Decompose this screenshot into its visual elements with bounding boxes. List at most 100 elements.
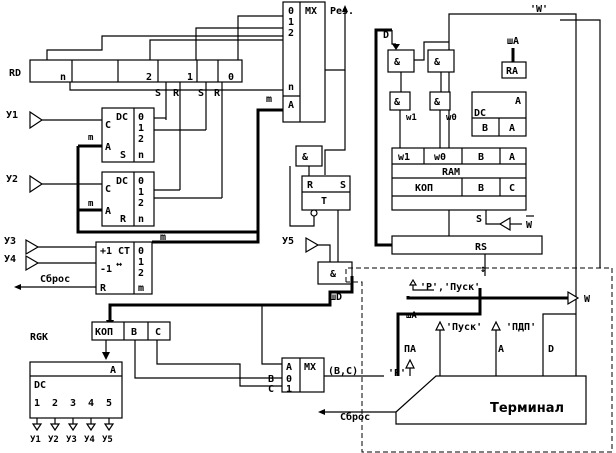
ct-bidir-icon: ↔ (116, 259, 122, 270)
dc2-in-c: C (105, 184, 111, 195)
bot-dc-box (29, 361, 123, 419)
ct-out-m: m (138, 283, 144, 294)
reset-label-left: Сброс (40, 273, 70, 285)
rd-bit-s0: S (198, 88, 204, 99)
trigger-t-label: T (321, 196, 327, 207)
rs-label: RS (475, 242, 487, 253)
bot-y5: У5 (102, 435, 113, 445)
mux-top-in0: 0 (288, 6, 294, 17)
bot-y2: У2 (48, 435, 59, 445)
dc1-out0: 0 (138, 112, 144, 123)
wire-w0-label: w0 (446, 113, 457, 123)
dc1-bot-s: S (120, 150, 126, 161)
terminal-label: Терминал (490, 401, 564, 416)
rd-cell-0: 0 (228, 72, 234, 83)
dc2-out0: 0 (138, 176, 144, 187)
wire-w1-label: w1 (406, 113, 417, 123)
rd-cell-1: 1 (187, 72, 193, 83)
bot-dc-out5: 5 (106, 398, 112, 409)
terminal-box[interactable] (395, 375, 587, 425)
rd-cell-2: 2 (146, 72, 152, 83)
dc1-label: DC (116, 112, 128, 123)
mux-top-in2: 2 (288, 28, 294, 39)
ram-a: A (509, 152, 515, 163)
rd-name: RD (9, 68, 21, 79)
dc1-in-c: C (105, 120, 111, 131)
res-label: Рез. (330, 6, 354, 17)
ram-b: B (478, 152, 484, 163)
msg-p: 'P' (388, 368, 406, 379)
mux-bot-in0: 0 (286, 374, 292, 385)
rgk-b: B (131, 327, 137, 338)
wire-m-ct: m (160, 232, 166, 243)
ram-block (391, 147, 527, 211)
mux-top-addr: A (288, 100, 294, 111)
bot-dc-out1: 1 (34, 398, 40, 409)
bot-dc-out3: 3 (70, 398, 76, 409)
wire-a-label: А (498, 344, 504, 355)
ram-b2: B (478, 183, 484, 194)
trigger-s: S (340, 180, 346, 191)
buffer-y4 (25, 254, 40, 272)
ram-dc-addr: A (515, 96, 521, 107)
ram-w1: w1 (398, 152, 410, 163)
wire-d-bot-label: D (548, 344, 554, 355)
input-y4: У4 (4, 254, 16, 265)
ram-and-3-label: & (394, 97, 401, 108)
ram-and-1-label: & (394, 57, 401, 68)
msg-p-pusk: 'P','Пуск' (420, 282, 480, 293)
rgk-kop: КОП (95, 327, 113, 338)
ram-dc-b: B (482, 123, 488, 134)
dc2-m: m (88, 199, 94, 209)
dc1-in-a: A (105, 142, 111, 153)
mux-bot-box (281, 357, 325, 393)
bot-y3: У3 (66, 435, 77, 445)
rd-register (29, 59, 243, 83)
ram-wbar: W (526, 220, 533, 231)
dc1-out-n: n (138, 150, 144, 161)
mux-bot-b: B (268, 374, 274, 385)
wire-shA-bot: шA (406, 311, 417, 321)
arrow-pdp-icon (491, 320, 501, 331)
msg-pdp: 'ПДП' (506, 322, 536, 333)
ram-and-1 (387, 49, 415, 73)
dc1-out2: 2 (138, 134, 144, 145)
ram-w0: w0 (434, 152, 446, 163)
rd-bit-r1: R (173, 88, 180, 99)
dc2-out2: 2 (138, 198, 144, 209)
dc1-out1: 1 (138, 123, 144, 134)
msg-pusk: 'Пуск' (446, 322, 482, 333)
and-gate-1 (295, 145, 323, 167)
rd-cell-n: n (60, 72, 66, 83)
ct-dec: -1 (100, 264, 112, 275)
dc1-m: m (88, 133, 94, 143)
rs-register (391, 235, 543, 255)
ct-out1: 1 (138, 257, 144, 268)
arrow-p-pusk-icon (408, 278, 418, 286)
trigger-t (301, 175, 351, 211)
rgk-c: C (155, 327, 161, 338)
bot-dc-addr: A (110, 365, 116, 376)
ct-out0: 0 (138, 246, 144, 257)
mux-top-in1: 1 (288, 17, 294, 28)
bot-y1: У1 (30, 435, 41, 445)
bot-dc-out4: 4 (88, 398, 94, 409)
ct-label: CT (118, 246, 130, 257)
input-y1: У1 (6, 110, 18, 121)
and-gate-1-label: & (302, 152, 309, 163)
ct-out2: 2 (138, 268, 144, 279)
ram-kop: КОП (415, 183, 433, 194)
mux-top-box (282, 1, 326, 123)
ram-and-4-label: & (434, 97, 441, 108)
w-buffer-icon (567, 290, 580, 306)
bot-dc-out2: 2 (52, 398, 58, 409)
dc2-out-n: n (138, 214, 144, 225)
terminal-reset: Сброс (340, 411, 370, 423)
ra-register (501, 61, 527, 79)
input-y2: У2 (6, 174, 18, 185)
mux-top-inn: n (288, 82, 294, 93)
dc2-in-a: A (105, 206, 111, 217)
ct-reset: R (100, 283, 107, 294)
wire-shD: шD (330, 292, 342, 303)
